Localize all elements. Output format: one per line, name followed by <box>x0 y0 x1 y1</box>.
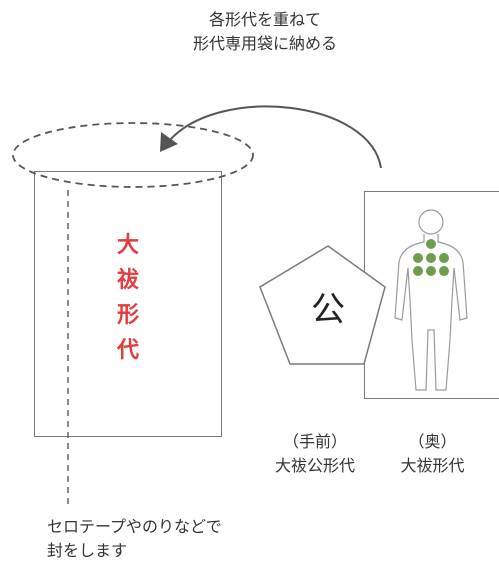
pentagon-shape <box>259 245 386 365</box>
arrow-head-icon <box>160 132 178 152</box>
envelope-label-char: 大 <box>116 233 139 258</box>
seal-note: セロテープやのりなどで 封をします <box>47 515 222 563</box>
back-caption-line-2: 大祓形代 <box>400 456 465 475</box>
envelope-label-char: 代 <box>116 338 139 363</box>
front-caption-line-1: （手前） <box>282 432 347 451</box>
back-caption-line-1: （奥） <box>408 432 457 451</box>
front-caption-line-2: 大祓公形代 <box>274 456 355 475</box>
human-body-figure <box>394 209 468 391</box>
envelope <box>34 171 222 437</box>
envelope-label: 大 祓 形 代 <box>113 228 143 368</box>
curved-arrow <box>169 105 382 169</box>
instruction-line-2: 形代専用袋に納める <box>192 34 337 53</box>
envelope-label-char: 形 <box>116 303 139 328</box>
front-caption: （手前） 大祓公形代 <box>255 430 375 478</box>
body-marker-dots <box>413 239 449 276</box>
seal-note-line-2: 封をします <box>47 541 128 560</box>
body-figure-card <box>364 191 499 399</box>
instruction-text: 各形代を重ねて 形代専用袋に納める <box>150 8 380 56</box>
dashed-ellipse <box>12 122 254 188</box>
back-caption: （奥） 大祓形代 <box>380 430 485 478</box>
instruction-line-1: 各形代を重ねて <box>208 10 321 29</box>
pentagon-char: 公 <box>311 290 345 330</box>
seal-note-line-1: セロテープやのりなどで <box>47 517 222 536</box>
envelope-label-char: 祓 <box>116 268 139 293</box>
